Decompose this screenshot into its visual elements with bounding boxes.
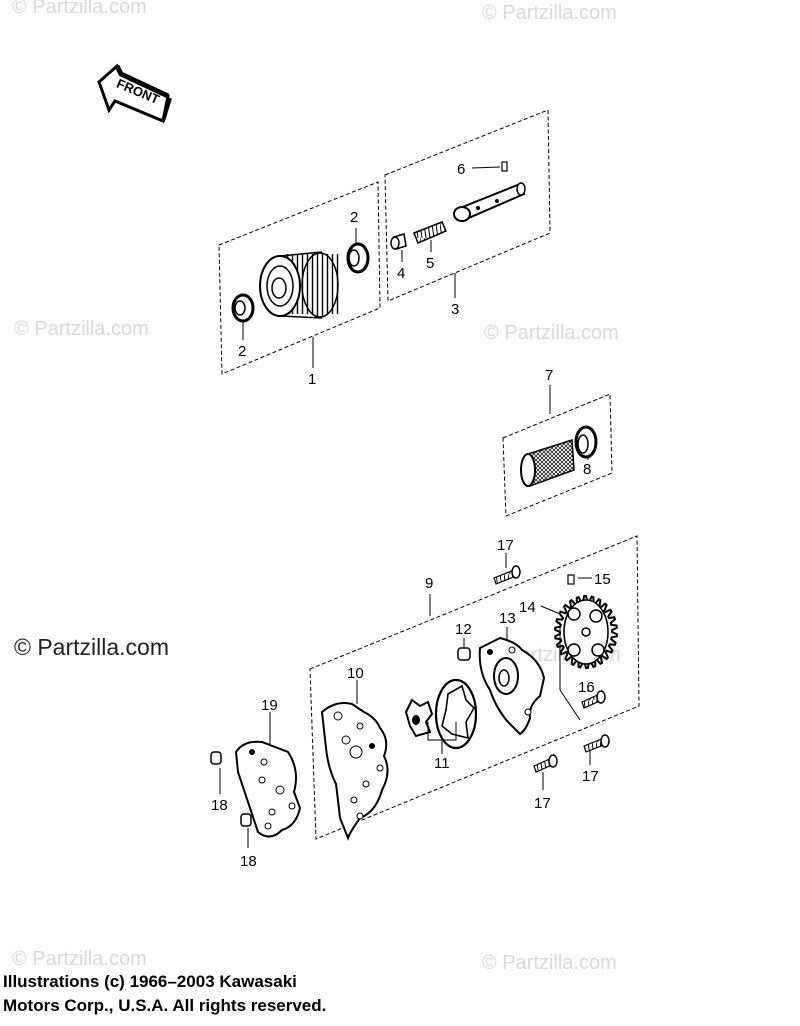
- group-box-strainer: [502, 393, 613, 517]
- callout-5: 5: [426, 255, 434, 272]
- bolt-right: [581, 690, 606, 709]
- dowel-pin-lower: [240, 813, 252, 827]
- dowel-pin-upper: [210, 751, 222, 765]
- callout-11: 11: [434, 755, 450, 772]
- callout-10: 10: [347, 665, 364, 682]
- group-box-oil-pump: [309, 535, 640, 840]
- relief-valve-piston: [390, 233, 407, 250]
- callout-19: 19: [261, 697, 278, 714]
- callout-12: 12: [455, 621, 472, 638]
- callout-18-upper: 18: [211, 797, 228, 814]
- relief-valve-spring: [413, 221, 447, 244]
- pump-body: [320, 702, 389, 841]
- callout-17-right: 17: [582, 768, 599, 785]
- callout-6: 6: [457, 161, 465, 178]
- inner-rotor: [404, 698, 434, 738]
- callout-1: 1: [308, 371, 316, 388]
- callout-18-lower: 18: [240, 853, 257, 870]
- group-box-oil-filter: [218, 181, 381, 375]
- callout-17-bottom: 17: [534, 795, 551, 812]
- pump-shaft-pin: [457, 647, 471, 661]
- bolt-lower: [533, 754, 558, 773]
- o-ring-upper: [346, 242, 370, 274]
- pump-housing: [478, 636, 546, 736]
- watermark-top-right: © Partzilla.com: [482, 2, 617, 24]
- strainer-o-ring: [574, 425, 598, 459]
- copyright-notice: Illustrations (c) 1966–2003 Kawasaki Mot…: [3, 970, 326, 1018]
- leader-lines: [219, 166, 592, 848]
- gear-pin: [567, 574, 575, 585]
- pump-gear: [554, 594, 618, 670]
- watermark-mid-left: © Partzilla.com: [14, 318, 149, 340]
- pin: [501, 161, 508, 172]
- callout-15: 15: [594, 571, 611, 588]
- callout-14: 14: [519, 599, 536, 616]
- front-direction-arrow: FRONT: [97, 63, 172, 124]
- callout-8: 8: [583, 461, 591, 478]
- oil-filter-element: [259, 251, 340, 319]
- watermark-top-left: © Partzilla.com: [12, 0, 147, 18]
- o-ring-lower: [231, 293, 255, 323]
- callout-13: 13: [499, 610, 516, 627]
- callout-4: 4: [397, 265, 405, 282]
- callouts: 1 2 2 3 4 5 6 7 8 9 10 11 12 13 14 15 16…: [211, 161, 611, 870]
- watermark-mid-right: © Partzilla.com: [484, 322, 619, 344]
- group-boxes: [218, 109, 640, 840]
- relief-valve-body: [453, 182, 526, 222]
- oil-strainer: [520, 438, 575, 488]
- outer-rotor: [434, 678, 478, 750]
- callout-16: 16: [578, 679, 595, 696]
- callout-7: 7: [545, 367, 553, 384]
- callout-2-upper: 2: [350, 209, 358, 226]
- callout-9: 9: [425, 575, 433, 592]
- callout-3: 3: [451, 301, 459, 318]
- group-box-relief-valve: [384, 109, 551, 302]
- callout-2-lower: 2: [238, 343, 246, 360]
- copyright-line-1: Illustrations (c) 1966–2003 Kawasaki: [3, 972, 297, 991]
- watermark-center-left: © Partzilla.com: [14, 634, 169, 660]
- watermark-bottom-right: © Partzilla.com: [482, 952, 617, 974]
- watermark-bottom-left: © Partzilla.com: [12, 948, 147, 970]
- callout-17-top: 17: [497, 537, 514, 554]
- bolt-top: [493, 565, 521, 585]
- copyright-line-2: Motors Corp., U.S.A. All rights reserved…: [3, 996, 327, 1015]
- bolt-lower-right: [583, 734, 610, 753]
- pump-cover-plate: [234, 740, 302, 838]
